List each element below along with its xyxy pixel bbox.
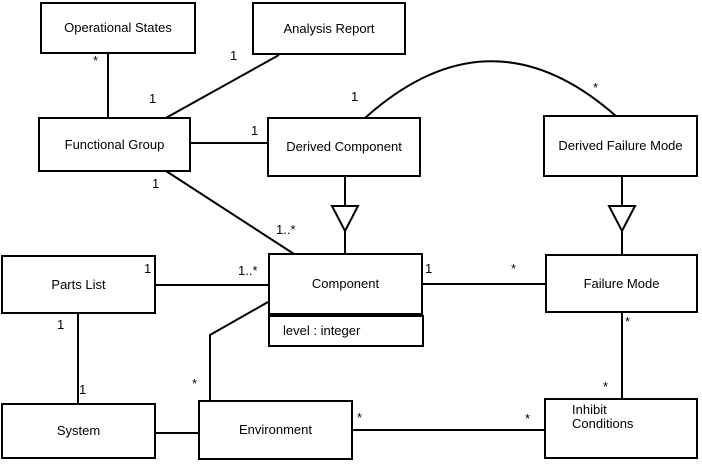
class-label: Failure Mode: [583, 275, 660, 291]
multiplicity-comp-fm-source: 1: [425, 261, 433, 276]
multiplicity-comp-fm-target: *: [511, 261, 517, 276]
class-analysis-report: Analysis Report: [252, 2, 406, 55]
class-inhibit-conditions: Inhibit Conditions: [544, 398, 698, 459]
class-label: Parts List: [51, 276, 106, 292]
multiplicity-dc-dfm-target: *: [593, 80, 599, 95]
multiplicity-dc-dfm-source: 1: [351, 89, 359, 104]
class-environment: Environment: [198, 400, 353, 460]
class-label: Operational States: [64, 20, 172, 35]
attribute-label: level : integer: [283, 323, 361, 338]
edge-derived-component-derived-failure-mode-arc: [364, 60, 618, 119]
class-component-attributes: level : integer: [268, 315, 424, 347]
class-derived-component: Derived Component: [267, 117, 421, 177]
multiplicity-fm-ic-source: *: [625, 314, 631, 329]
edge-component-environment: [209, 301, 269, 401]
multiplicity-fg-dc-target: 1: [251, 123, 259, 138]
generalization-arrow-icon: [607, 205, 637, 234]
class-failure-mode: Failure Mode: [545, 254, 698, 313]
class-label: Analysis Report: [283, 20, 375, 36]
multiplicity-fg-ar-target: 1: [230, 48, 238, 63]
class-label: Derived Failure Mode: [558, 138, 683, 153]
class-label: Inhibit Conditions: [572, 402, 634, 431]
class-system: System: [1, 403, 156, 459]
multiplicity-env-ic-target: *: [525, 411, 531, 426]
class-label: Component: [311, 276, 380, 291]
multiplicity-pl-sys-target: 1: [79, 382, 87, 397]
class-label: Environment: [239, 422, 312, 437]
class-component: Component: [268, 253, 423, 315]
multiplicity-comp-env-target: *: [192, 376, 198, 391]
generalization-arrow-icon: [330, 205, 360, 234]
edge-functional-group-analysis-report: [163, 54, 280, 120]
class-derived-failure-mode: Derived Failure Mode: [543, 115, 698, 177]
multiplicity-os-fg-source: *: [93, 53, 99, 68]
multiplicity-pl-sys-source: 1: [57, 317, 65, 332]
multiplicity-fg-comp-source: 1: [152, 176, 160, 191]
class-label: Derived Component: [286, 139, 402, 154]
multiplicity-fg-ar-source: 1: [149, 91, 157, 106]
class-parts-list: Parts List: [1, 255, 156, 314]
class-label: System: [56, 423, 101, 438]
class-label: Functional Group: [64, 136, 165, 152]
class-operational-states: Operational States: [40, 2, 196, 54]
class-functional-group: Functional Group: [38, 117, 191, 172]
multiplicity-fg-comp-target: 1..*: [276, 222, 296, 237]
edge-functional-group-component: [165, 170, 295, 255]
multiplicity-pl-comp-target: 1..*: [238, 263, 258, 278]
multiplicity-pl-comp-source: 1: [144, 261, 152, 276]
multiplicity-env-ic-source: *: [357, 410, 363, 425]
multiplicity-fm-ic-target: *: [603, 379, 609, 394]
